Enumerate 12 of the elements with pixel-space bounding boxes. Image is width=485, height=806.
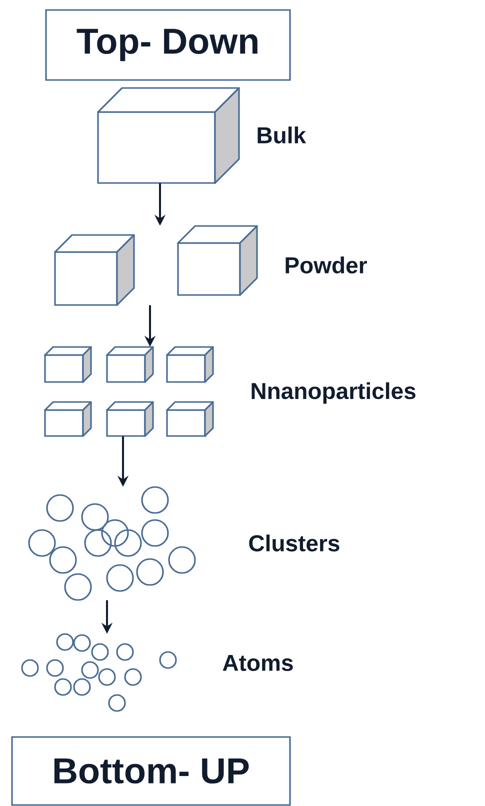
circles-drawing [21, 633, 177, 712]
item-label: Powder [286, 256, 367, 274]
cube-drawing [44, 346, 214, 437]
item-label: Nnanoparticles [252, 382, 416, 404]
heading-box: Top- Down [45, 9, 291, 81]
item-label: Bulk [258, 126, 306, 144]
item-label: Clusters [249, 534, 340, 552]
cube-drawing [54, 225, 258, 306]
circles-drawing [28, 486, 196, 601]
item-label: Atoms [222, 654, 293, 672]
heading-box: Bottom- UP [11, 736, 291, 806]
cube-drawing [97, 87, 240, 184]
